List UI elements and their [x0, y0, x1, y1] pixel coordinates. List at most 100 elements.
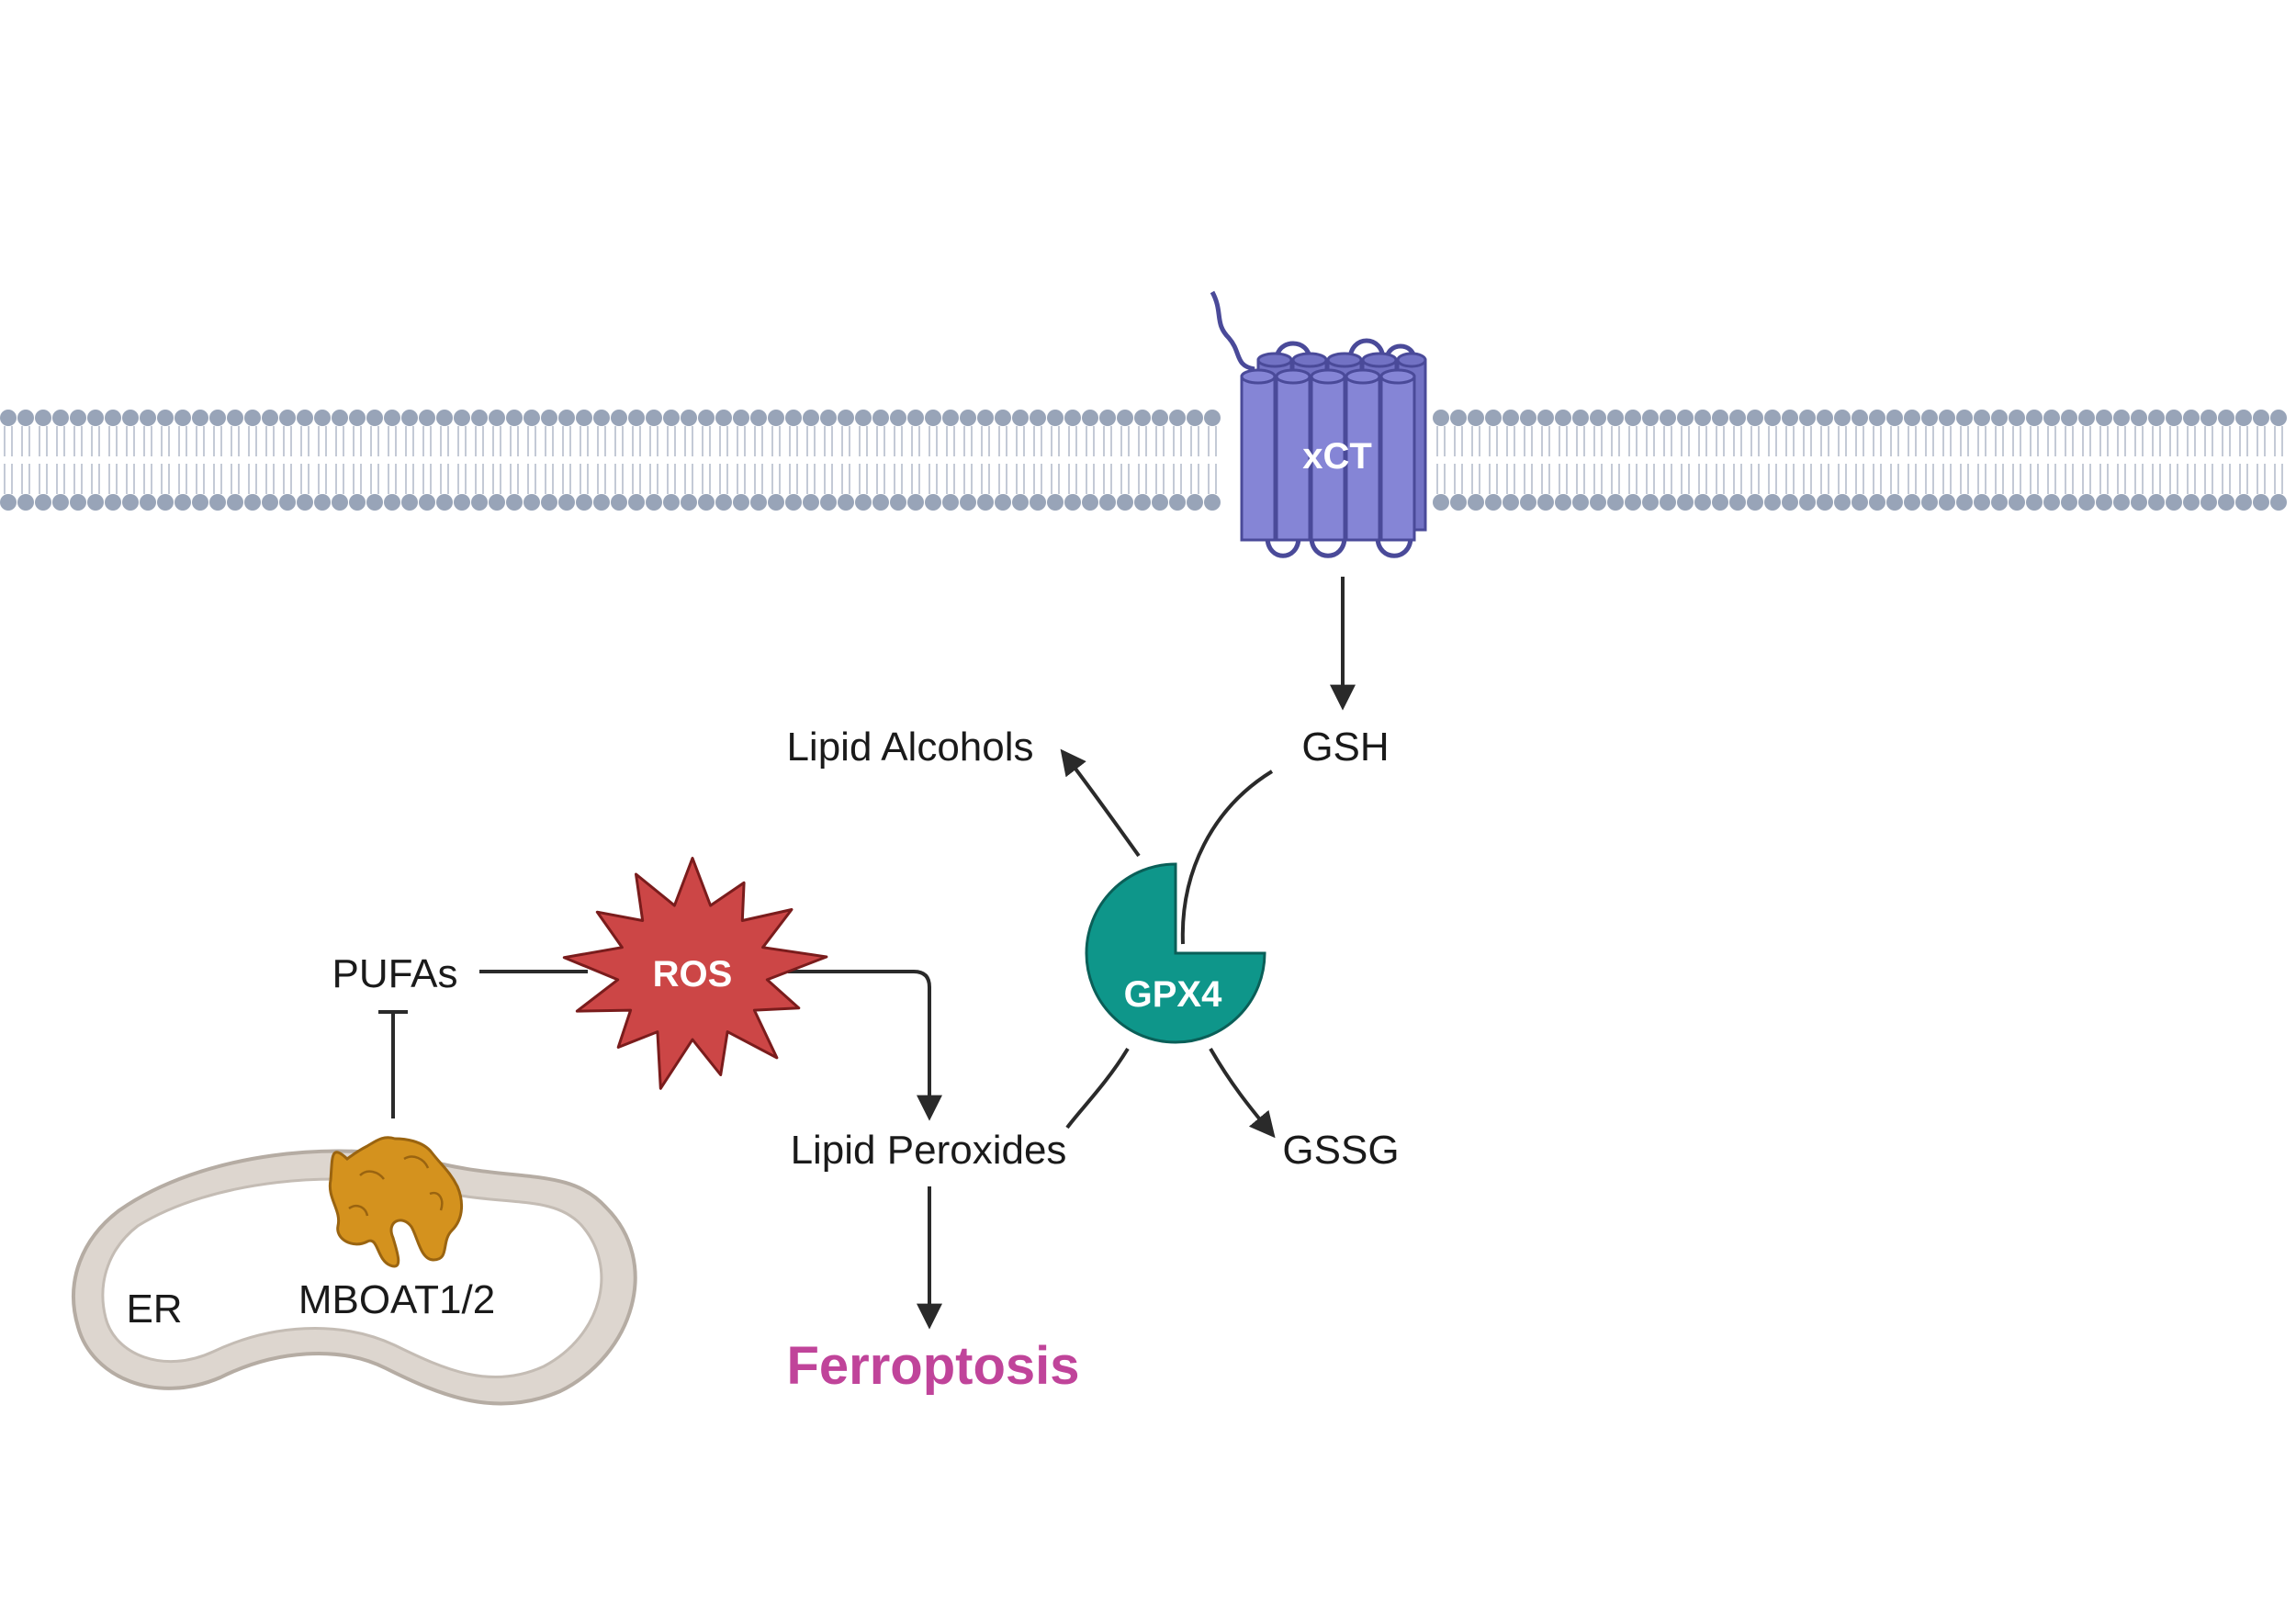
lipid-head: [1468, 494, 1484, 511]
lipid-head: [1134, 410, 1151, 426]
lipid-head: [855, 494, 872, 511]
lipid-head: [663, 410, 680, 426]
lipid-head: [1117, 494, 1133, 511]
lipid-head: [2218, 494, 2234, 511]
lipid-head: [1047, 410, 1064, 426]
lipid-head: [1956, 494, 1973, 511]
lipid-head: [1642, 494, 1659, 511]
lipid-head: [750, 494, 767, 511]
lipid-head: [1851, 494, 1868, 511]
lipid-head: [890, 410, 906, 426]
lipid-head: [1064, 410, 1081, 426]
lipid-head: [1134, 494, 1151, 511]
lipid-head: [87, 410, 104, 426]
lipid-head: [192, 410, 208, 426]
lipid-head: [1834, 494, 1851, 511]
lipid-head: [70, 494, 86, 511]
er-label: ER: [126, 1287, 182, 1332]
cell-membrane: [0, 410, 2287, 511]
lipid-head: [1169, 494, 1186, 511]
lipid-head: [1660, 494, 1676, 511]
lipid-head: [279, 494, 296, 511]
lipid-head: [1817, 494, 1833, 511]
lipid-head: [1047, 494, 1064, 511]
lipid-head: [698, 410, 715, 426]
lipid-head: [576, 494, 592, 511]
lipid-head: [1886, 410, 1903, 426]
lipid-head: [1503, 494, 1519, 511]
lipid-head: [611, 410, 627, 426]
lipid-head: [1921, 410, 1938, 426]
lipid-head: [1799, 494, 1816, 511]
lipid-head: [419, 410, 435, 426]
gsh-to-gpx4-curve: [1180, 770, 1274, 945]
lipid-head: [1782, 410, 1798, 426]
xct-transporter-icon: xCT: [1210, 290, 1427, 558]
lipid-head: [1099, 410, 1116, 426]
lipid-head: [454, 494, 470, 511]
lipid-head: [52, 410, 69, 426]
lipid-head: [1782, 494, 1798, 511]
lipid-head: [401, 494, 418, 511]
lipid-head: [838, 410, 854, 426]
lipid-head: [35, 410, 51, 426]
lipid-head: [1694, 410, 1711, 426]
lipid-head: [174, 410, 191, 426]
lipid-head: [1625, 410, 1641, 426]
lipid-head: [1030, 494, 1046, 511]
ferroptosis-label: Ferroptosis: [786, 1336, 1079, 1396]
lipid-head: [995, 494, 1011, 511]
gpx4-to-lipid-alcohols-arrow: [1060, 748, 1141, 858]
lipid-head: [35, 494, 51, 511]
lipid-head: [523, 410, 540, 426]
lipid-head: [681, 410, 697, 426]
lipid-head: [244, 410, 261, 426]
lipid-head: [192, 494, 208, 511]
lipid-head: [384, 494, 400, 511]
lipid-head: [1433, 494, 1449, 511]
lipid-head: [663, 494, 680, 511]
gpx4-to-gssg-arrow: [1209, 1047, 1276, 1139]
lipid-head: [1764, 494, 1781, 511]
lipid-head: [1204, 494, 1221, 511]
lipid-head: [803, 494, 819, 511]
lipid-head: [925, 410, 941, 426]
lipid-head: [960, 410, 976, 426]
lipid-head: [820, 410, 837, 426]
lipid-head: [925, 494, 941, 511]
lipid-head: [1974, 410, 1990, 426]
lipid-head: [855, 410, 872, 426]
lipid-head: [349, 494, 366, 511]
lipid-head: [1939, 494, 1955, 511]
lipid-head: [1729, 494, 1746, 511]
lipid-head: [140, 494, 156, 511]
gssg-label: GSSG: [1282, 1128, 1399, 1173]
lipid-head: [2253, 410, 2269, 426]
lipid-head: [489, 494, 505, 511]
lipid-head: [1904, 410, 1920, 426]
lipid-head: [2131, 494, 2147, 511]
lipid-head: [593, 494, 610, 511]
lipid-head: [314, 410, 331, 426]
lipid-head: [2166, 494, 2182, 511]
lipid-head: [1572, 494, 1589, 511]
lipid-head: [454, 410, 470, 426]
lipid-head: [960, 494, 976, 511]
lipid-head: [1520, 494, 1536, 511]
lipid-head: [332, 494, 348, 511]
lipid-head: [872, 494, 889, 511]
lipid-head: [803, 410, 819, 426]
lipid-head: [1607, 494, 1624, 511]
mboat-protein-icon: MBOAT1/2: [298, 1136, 495, 1322]
lipid-alcohols-label: Lipid Alcohols: [786, 725, 1033, 770]
lipid-head: [1117, 410, 1133, 426]
lipid-head: [366, 494, 383, 511]
lipid-head: [122, 494, 139, 511]
lipid-head: [907, 410, 924, 426]
lipid-head: [1834, 410, 1851, 426]
lipid-head: [646, 494, 662, 511]
lipid-head: [1764, 410, 1781, 426]
lipid-head: [1677, 410, 1694, 426]
lipid-head: [785, 494, 802, 511]
lipid-head: [942, 494, 959, 511]
